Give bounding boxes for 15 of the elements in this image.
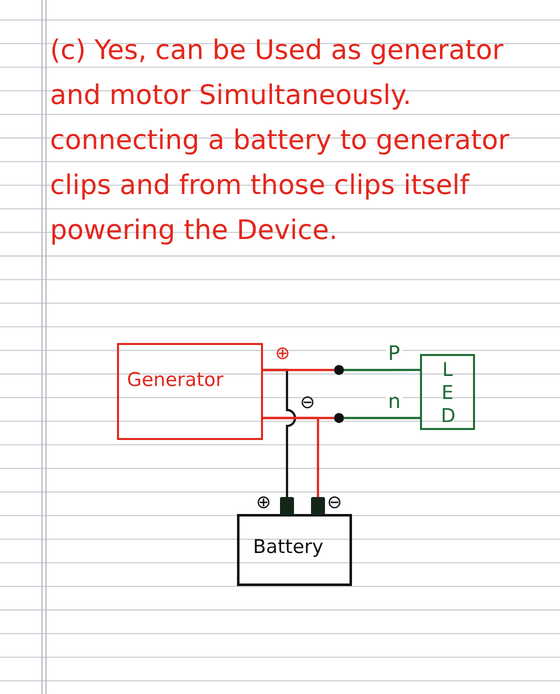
minus-sign: ⊖ (300, 392, 316, 414)
wire (263, 416, 334, 420)
wire (344, 416, 420, 420)
wire (344, 368, 420, 372)
node-text: Battery (253, 536, 324, 558)
minus-sign: ⊖ (327, 492, 342, 514)
wire (263, 368, 334, 372)
plus-sign: ⊕ (256, 492, 272, 514)
plus-sign: ⊕ (275, 343, 290, 365)
battery-symbol (237, 497, 352, 586)
answer-text: (c) Yes, can be Used as generator and motor Simultaneously. connecting a battery to generator clips and from those clips itself powering the Device. (50, 34, 510, 248)
led-box (420, 354, 475, 430)
node-text: Generator (127, 369, 224, 391)
generator-box (117, 343, 263, 440)
node-text: LED (440, 359, 454, 428)
